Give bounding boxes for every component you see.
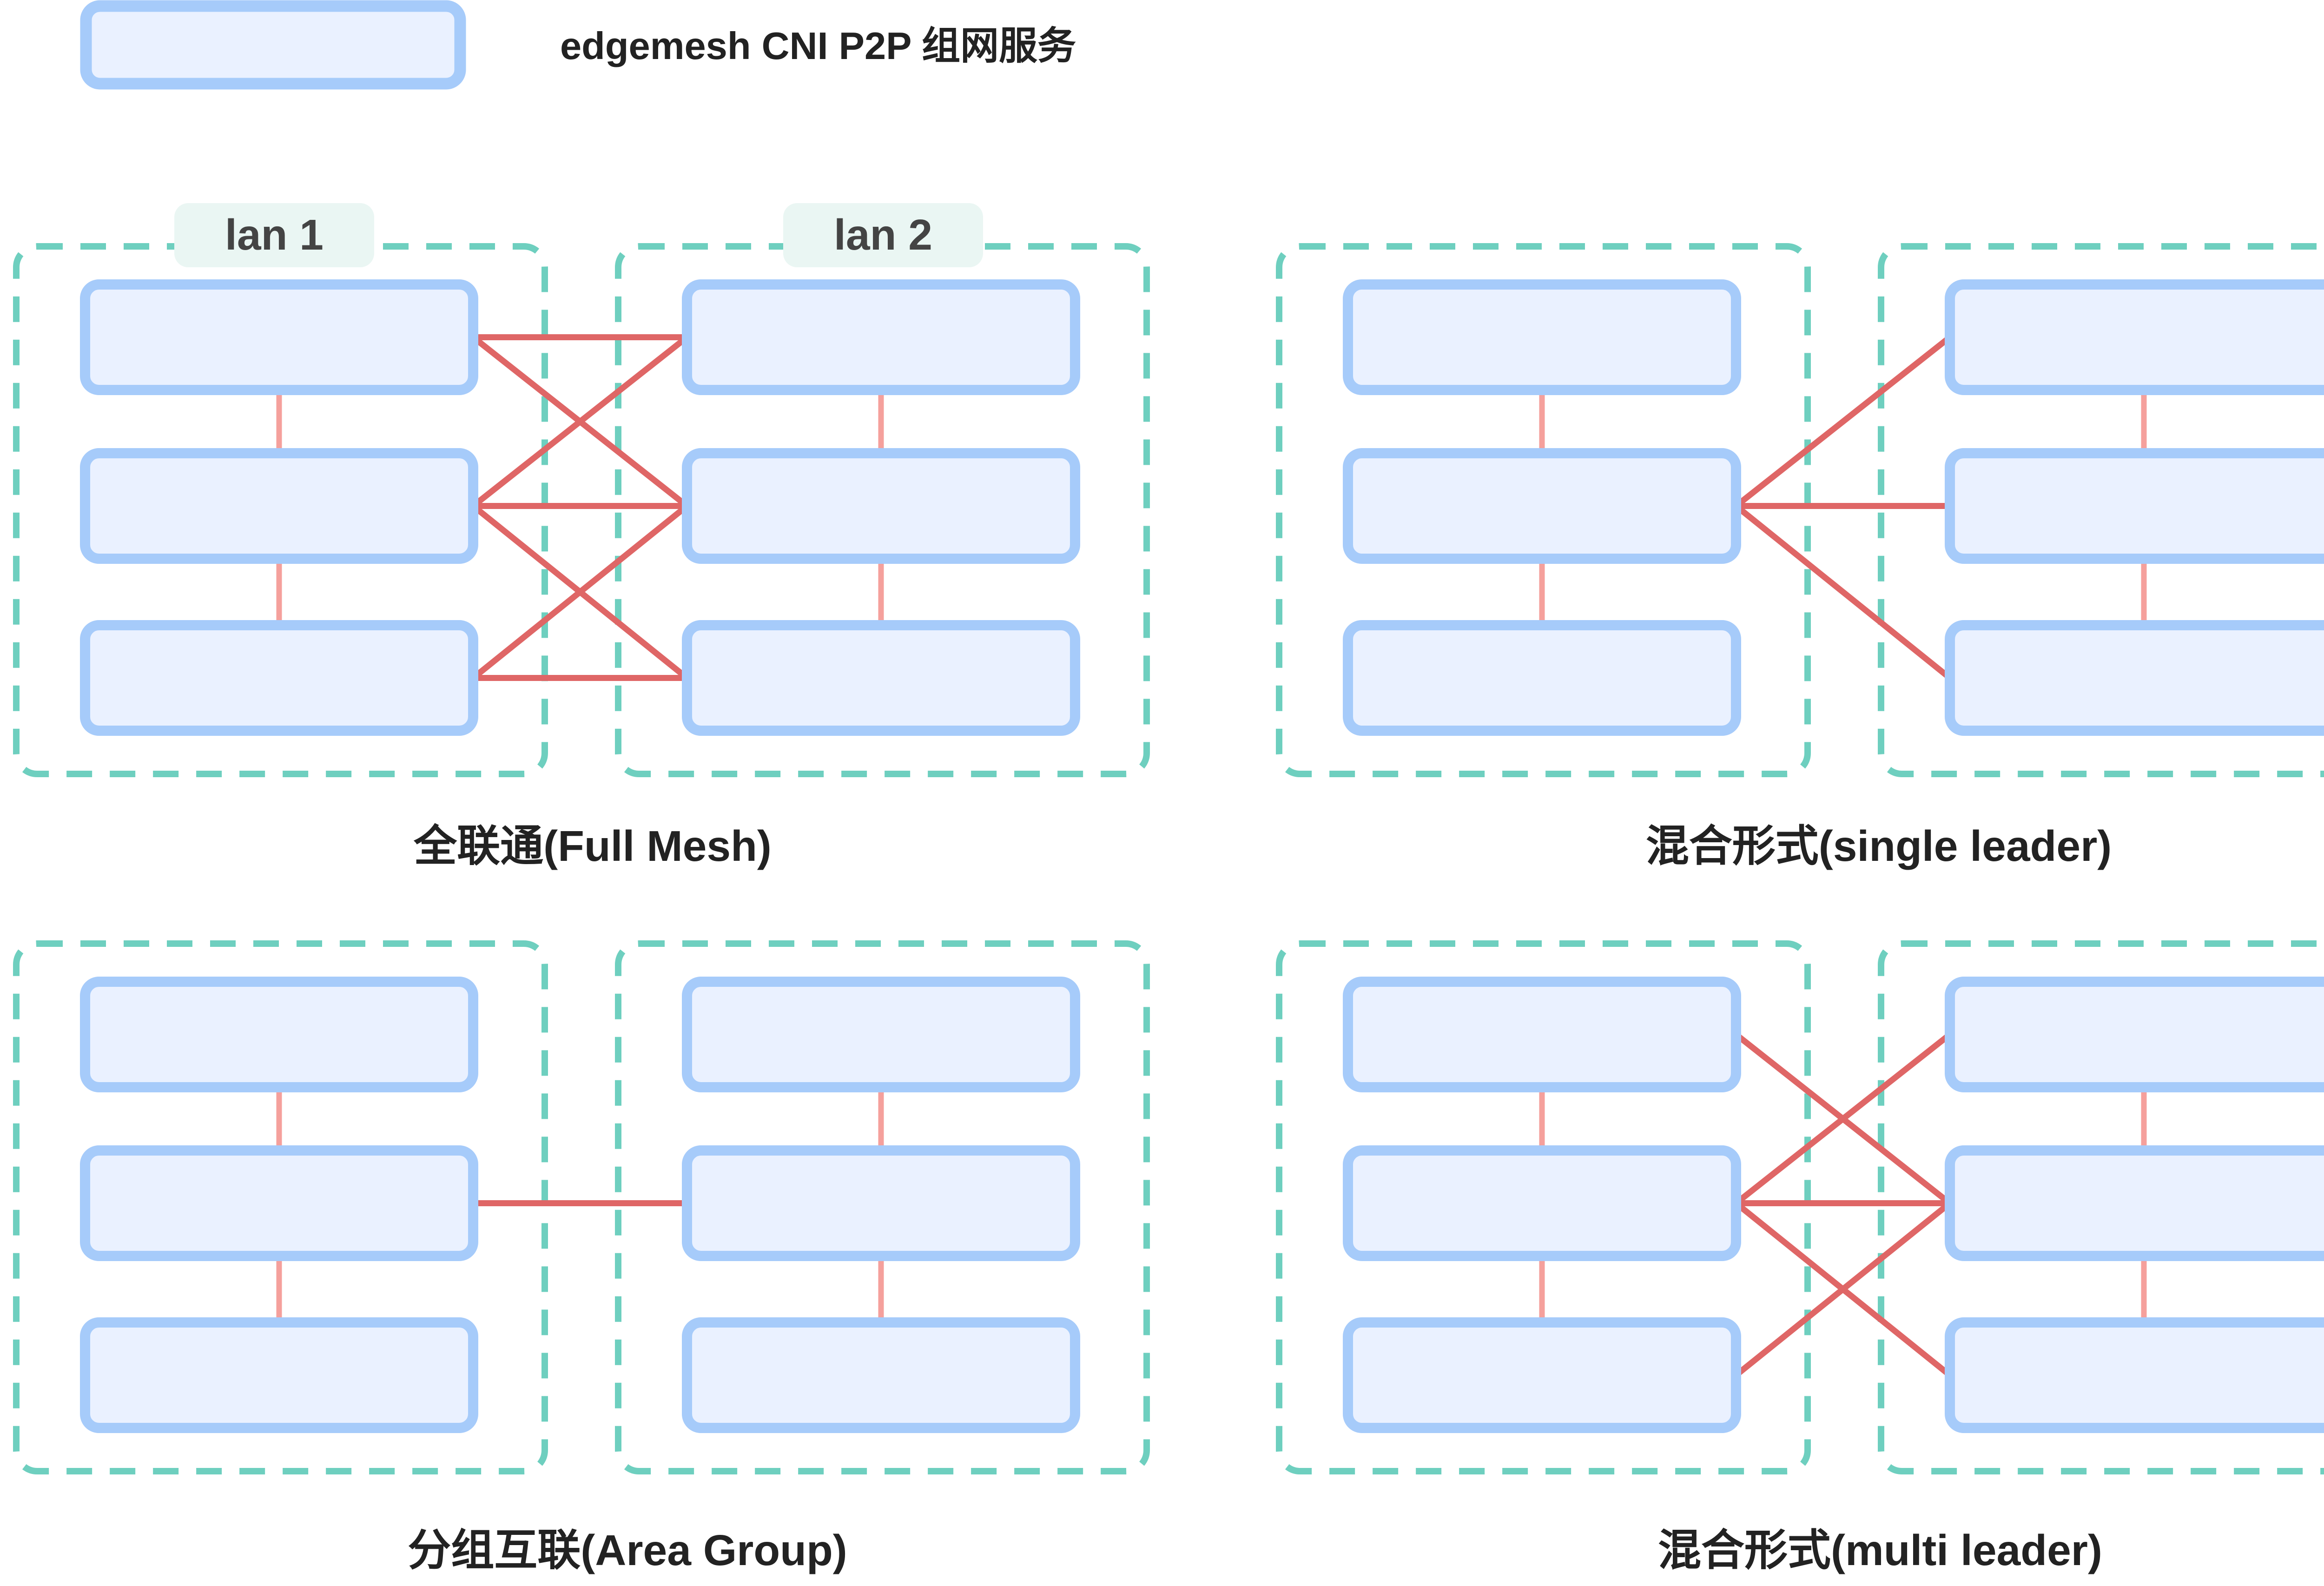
cross-lan-link	[1733, 503, 1953, 681]
edgemesh-node	[1343, 448, 1741, 564]
edgemesh-node	[80, 448, 478, 564]
lan-1-tag	[174, 203, 374, 267]
edgemesh-node	[682, 448, 1080, 564]
lan-2-tag-label: lan 2	[834, 211, 932, 259]
edgemesh-node	[682, 279, 1080, 395]
cross-lan-link	[470, 503, 690, 681]
edgemesh-node	[1343, 977, 1741, 1092]
edgemesh-node	[1945, 977, 2324, 1092]
edgemesh-node	[682, 620, 1080, 736]
cross-lan-link	[1733, 334, 1953, 509]
edgemesh-node	[1343, 1145, 1741, 1261]
edgemesh-node	[1945, 1145, 2324, 1261]
lan-2-tag	[783, 203, 983, 267]
edgemesh-node	[80, 977, 478, 1092]
panel-area-group: 分组互联(Area Group)	[13, 940, 1150, 1574]
cross-lan-link	[470, 334, 690, 509]
edgemesh-node	[1945, 620, 2324, 736]
edgemesh-node	[1945, 1317, 2324, 1433]
legend-label: edgemesh CNI P2P 组网服务	[560, 24, 1076, 67]
panel-caption: 混合形式(single leader)	[1646, 822, 2112, 870]
panel-single-leader: 混合形式(single leader)	[1276, 243, 2324, 870]
edgemesh-node	[1945, 279, 2324, 395]
legend: edgemesh CNI P2P 组网服务	[80, 0, 1076, 90]
panel-caption: 全联通(Full Mesh)	[413, 822, 772, 870]
panel-caption: 分组互联(Area Group)	[408, 1526, 847, 1574]
edgemesh-node	[1945, 448, 2324, 564]
panels: lan 1 lan 2 全联通(Full Mesh) 混合形式(single lead…	[13, 203, 2324, 1574]
edgemesh-node	[682, 1145, 1080, 1261]
panel-full-mesh: lan 1 lan 2 全联通(Full Mesh)	[13, 203, 1150, 870]
edgemesh-node	[1343, 620, 1741, 736]
panel-multi-leader: 混合形式(multi leader)	[1276, 940, 2324, 1574]
legend-node-swatch	[80, 0, 466, 90]
panel-caption: 混合形式(multi leader)	[1658, 1526, 2102, 1574]
edgemesh-node	[682, 977, 1080, 1092]
edgemesh-node	[1343, 1317, 1741, 1433]
edgemesh-node	[80, 620, 478, 736]
cross-lan-link	[1733, 1200, 1953, 1378]
edgemesh-node	[1343, 279, 1741, 395]
edgemesh-node	[80, 1317, 478, 1433]
lan-1-tag-label: lan 1	[225, 211, 324, 259]
edgemesh-node	[682, 1317, 1080, 1433]
edgemesh-node	[80, 279, 478, 395]
cross-lan-link	[1733, 1031, 1953, 1206]
edgemesh-node	[80, 1145, 478, 1261]
